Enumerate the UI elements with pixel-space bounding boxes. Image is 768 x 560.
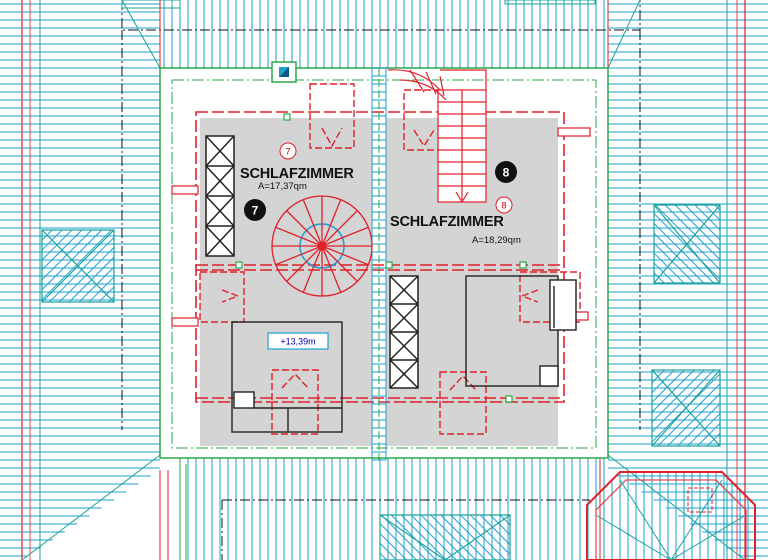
room-7-number-big: 7: [252, 204, 259, 218]
cabinet-icon: [205, 135, 235, 257]
roof-slope-top: [160, 0, 608, 68]
ridge-strip: [371, 67, 387, 461]
room-7-area: A=17,37qm: [258, 181, 307, 192]
room-8-area: A=18,29qm: [472, 235, 521, 246]
room-7-label: 7 SCHLAFZIMMER A=17,37qm 7: [240, 142, 355, 221]
level-marker: +13,39m: [267, 332, 329, 350]
window-marks: [235, 113, 527, 403]
level-marker-text: +13,39m: [280, 337, 315, 347]
cabinet-icon: [389, 275, 419, 389]
spiral-stair-icon: [271, 195, 373, 297]
green-edge-lines: [179, 457, 610, 560]
straight-stair-icon: [387, 69, 487, 204]
room-8-label: 8 8 SCHLAFZIMMER A=18,29qm: [390, 161, 521, 246]
roof-window-left: [41, 229, 115, 303]
room-8-number-big: 8: [503, 166, 510, 180]
room-7-title: SCHLAFZIMMER: [240, 166, 354, 182]
roof-window-right-top: [653, 204, 721, 284]
octagonal-tower-roof: [586, 471, 756, 560]
room-8-number-small: 8: [501, 201, 506, 211]
wardrobe: [231, 275, 577, 433]
window-icon: [271, 61, 297, 83]
roof-window-right-bottom: [651, 369, 721, 447]
room-7-number-small: 7: [285, 147, 290, 157]
room-8-title: SCHLAFZIMMER: [390, 214, 504, 230]
roof-window-bottom: [379, 514, 511, 560]
bottom-structure: [221, 499, 590, 560]
